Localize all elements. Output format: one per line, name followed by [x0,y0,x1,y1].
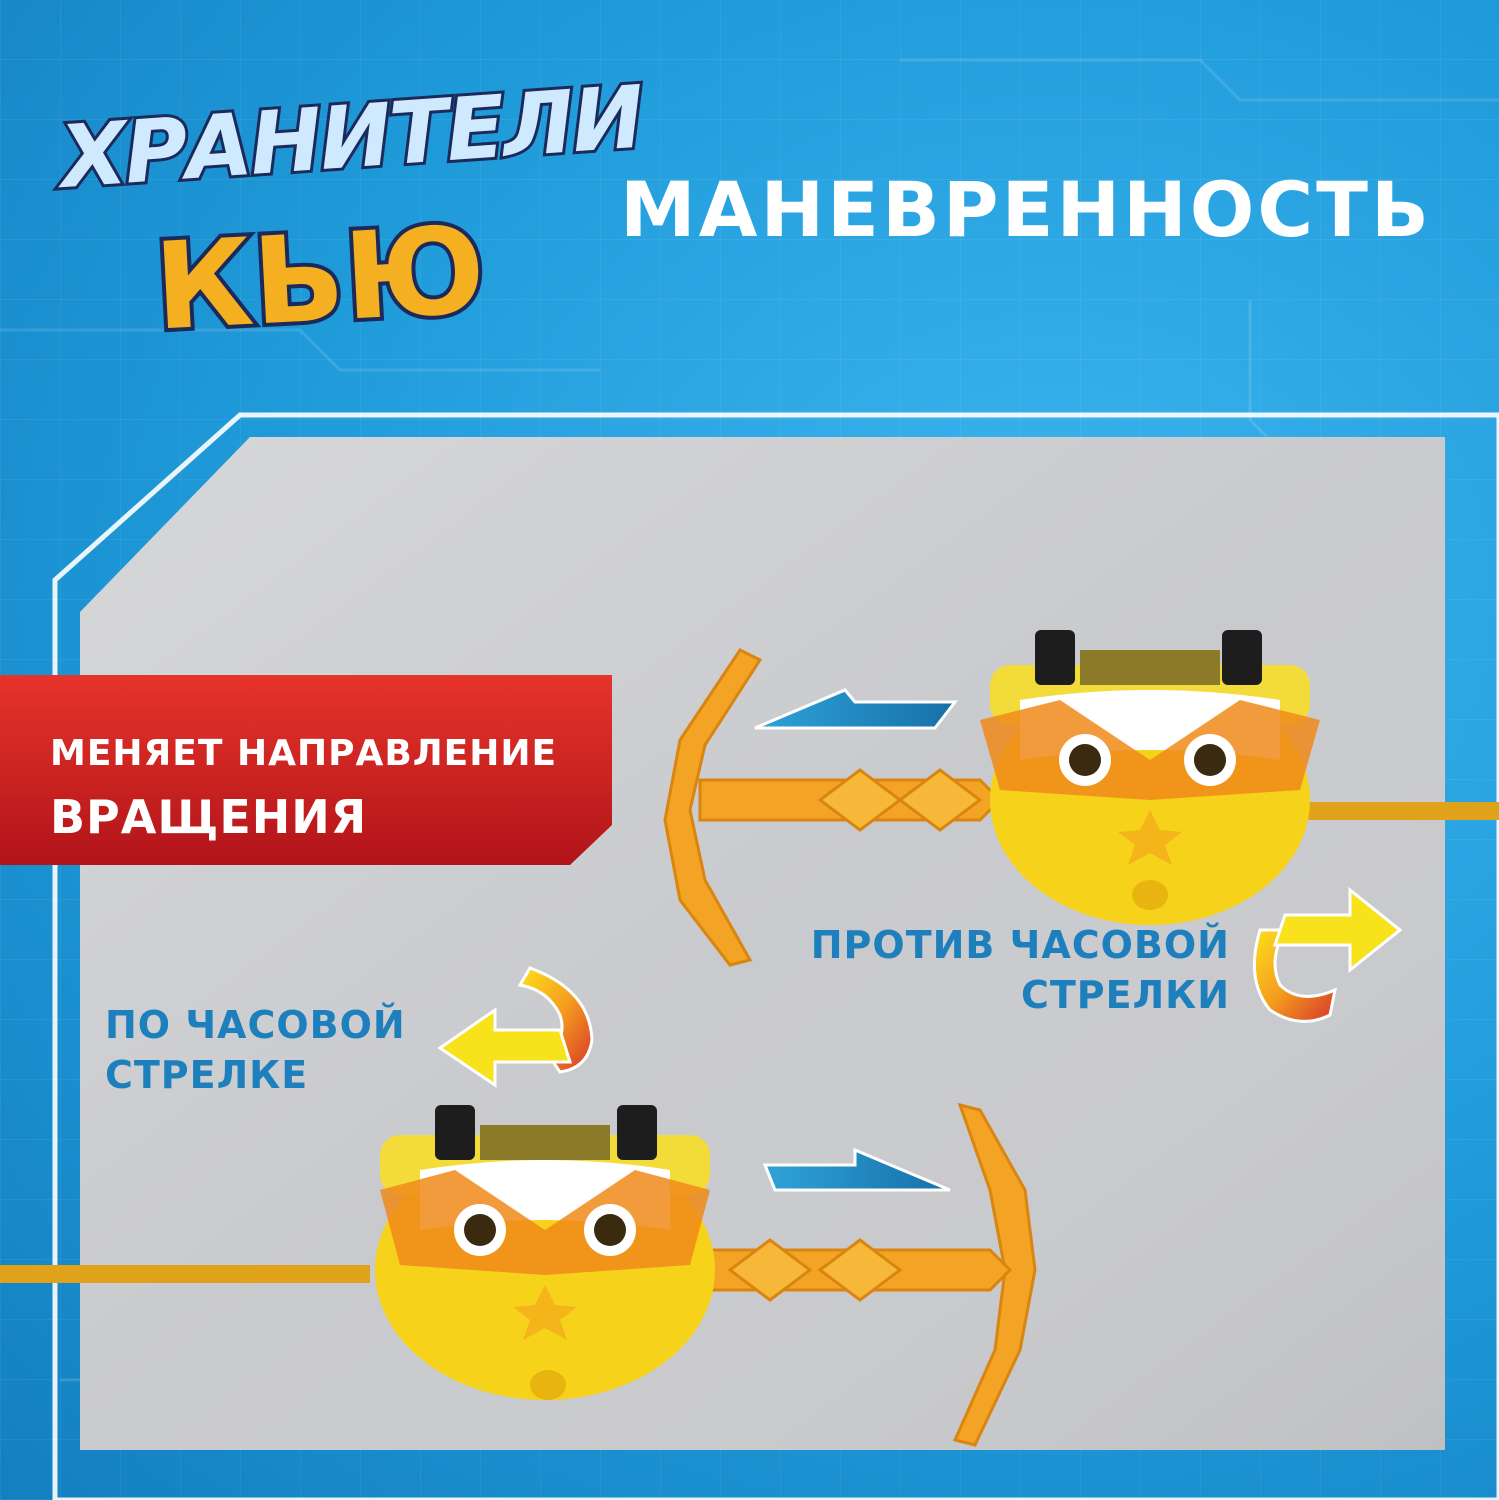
cw-line2: СТРЕЛКЕ [105,1053,309,1097]
counterclockwise-label: ПРОТИВ ЧАСОВОЙ СТРЕЛКИ [800,920,1230,1020]
ccw-line2: СТРЕЛКИ [1020,973,1230,1017]
launcher-upper [663,648,1003,967]
ripcord-lower [0,1265,370,1283]
launcher-lower [698,1102,1037,1447]
rotate-cw-icon [437,966,594,1088]
page-title: МАНЕВРЕННОСТЬ [620,165,1432,254]
rotate-ccw-icon [1252,886,1403,1023]
arrow-left-icon [754,688,959,730]
ccw-line1: ПРОТИВ ЧАСОВОЙ [810,923,1230,967]
feature-line2: ВРАЩЕНИЯ [50,790,368,844]
ripcord-upper [1290,802,1499,820]
feature-line1: МЕНЯЕТ НАПРАВЛЕНИЕ [50,733,558,774]
feature-label-box [0,675,612,865]
cw-line1: ПО ЧАСОВОЙ [105,1003,406,1047]
spinning-top-upper [980,630,1320,925]
arrow-right-icon [762,1147,951,1192]
clockwise-label: ПО ЧАСОВОЙ СТРЕЛКЕ [105,1000,435,1100]
spinning-top-lower [375,1105,715,1400]
